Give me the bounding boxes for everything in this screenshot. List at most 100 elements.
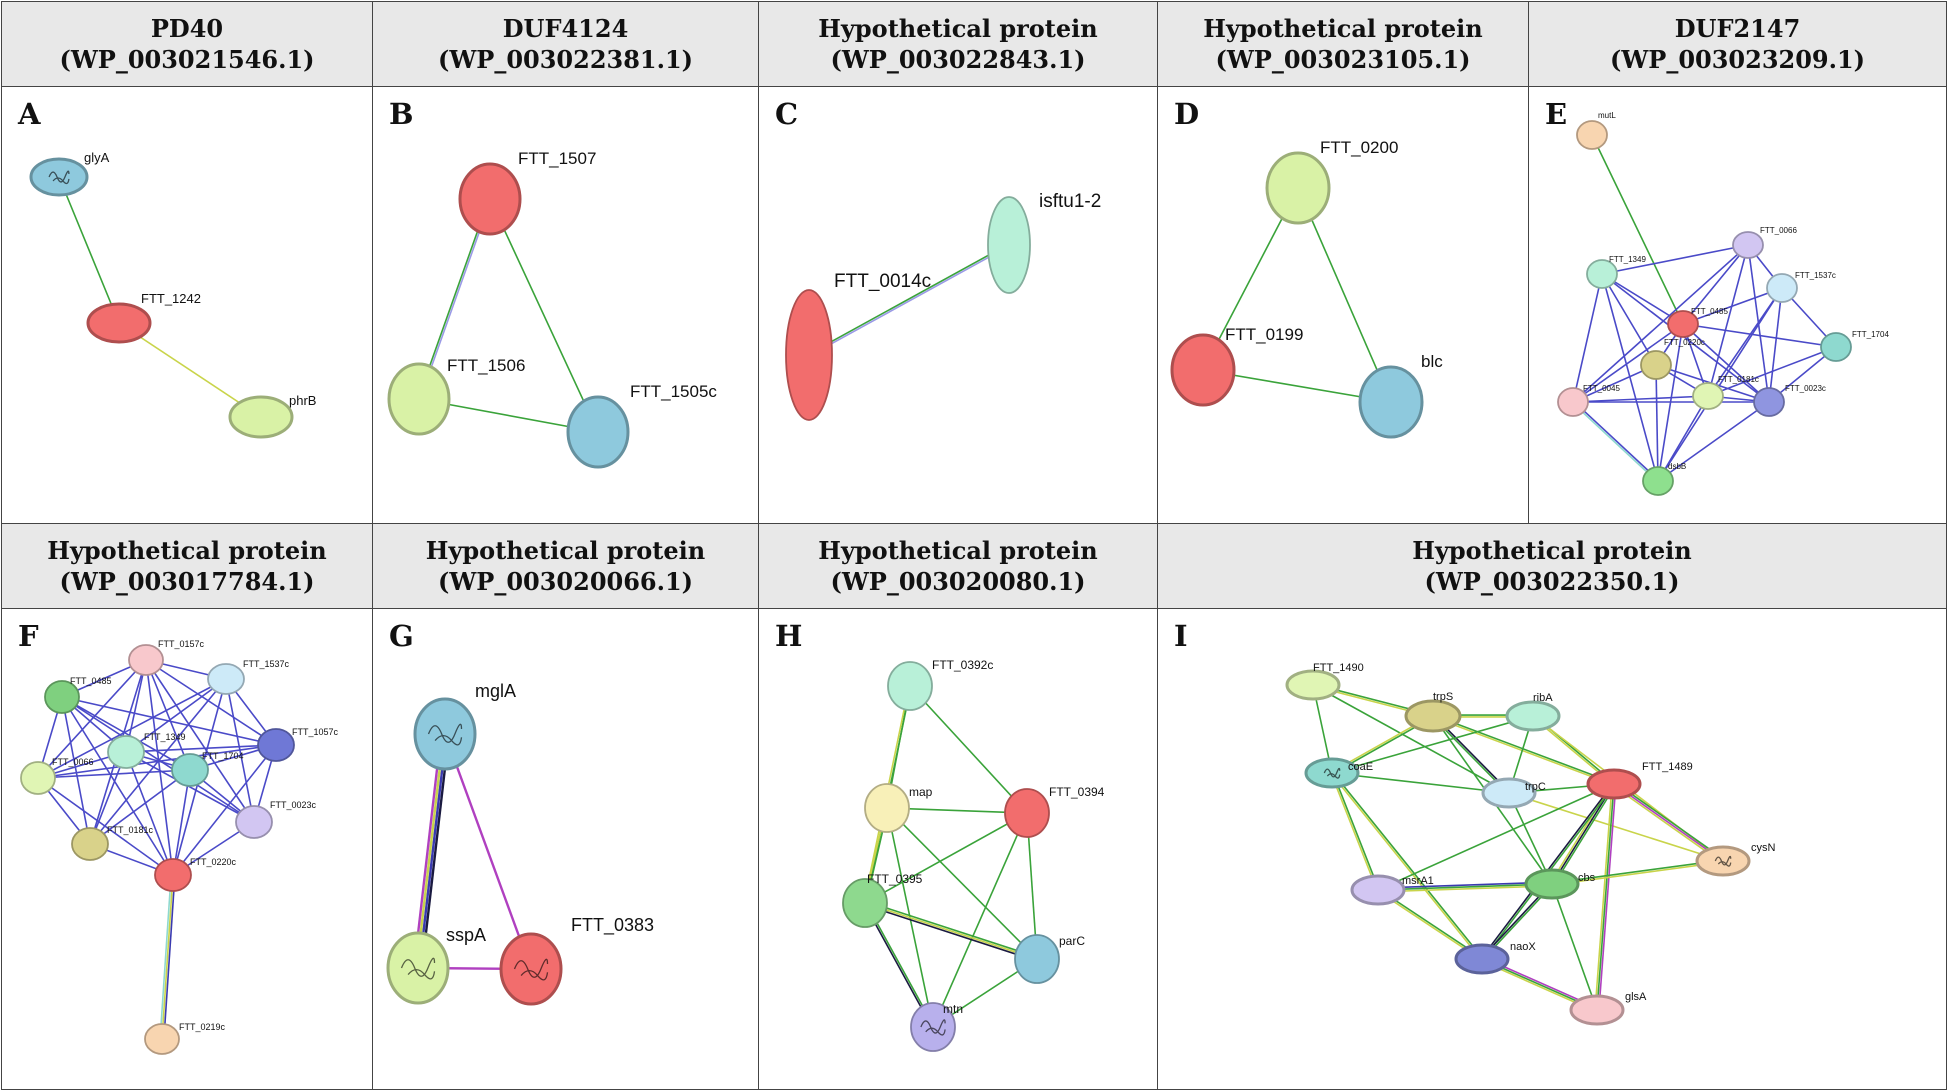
node-shape[interactable] [71, 827, 109, 861]
node-FTT_0014c[interactable]: FTT_0014c [785, 271, 931, 421]
node-shape[interactable] [864, 783, 910, 833]
node-FTT_0485[interactable]: FTT_0485 [44, 676, 112, 714]
node-shape[interactable] [1667, 310, 1699, 338]
node-FTT_1242[interactable]: FTT_1242 [86, 291, 201, 344]
node-shape[interactable] [458, 162, 522, 236]
node-shape[interactable] [386, 931, 450, 1005]
node-ribA[interactable]: ribA [1505, 692, 1561, 732]
node-shape[interactable] [1732, 231, 1764, 259]
node-FTT_0392c[interactable]: FTT_0392c [887, 658, 993, 711]
node-FTT_1537c[interactable]: FTT_1537c [1766, 271, 1836, 303]
node-FTT_0066[interactable]: FTT_0066 [1732, 226, 1797, 259]
node-FTT_1489[interactable]: FTT_1489 [1586, 761, 1693, 800]
node-FTT_1506[interactable]: FTT_1506 [387, 356, 525, 436]
node-shape[interactable] [144, 1023, 180, 1055]
node-shape[interactable] [785, 289, 833, 421]
node-shape[interactable] [1481, 777, 1537, 809]
node-coaE[interactable]: coaE [1304, 757, 1373, 789]
node-shape[interactable] [1524, 868, 1580, 900]
node-FTT_1490[interactable]: FTT_1490 [1285, 662, 1364, 701]
node-shape[interactable] [566, 395, 630, 469]
node-isftu1-2[interactable]: isftu1-2 [987, 191, 1101, 294]
node-FTT_1507[interactable]: FTT_1507 [458, 149, 596, 236]
node-FTT_0394[interactable]: FTT_0394 [1004, 785, 1105, 838]
node-dsbB[interactable]: dsbB [1642, 462, 1686, 496]
node-shape[interactable] [1695, 845, 1751, 877]
node-shape[interactable] [1753, 387, 1785, 417]
node-shape[interactable] [128, 644, 164, 676]
node-shape[interactable] [1586, 259, 1618, 289]
node-shape[interactable] [1285, 669, 1341, 701]
node-FTT_1057c[interactable]: FTT_1057c [257, 727, 339, 762]
node-FTT_0200[interactable]: FTT_0200 [1265, 138, 1398, 225]
node-shape[interactable] [1569, 994, 1625, 1026]
node-FTT_0181c[interactable]: FTT_0181c [1692, 375, 1759, 410]
node-shape[interactable] [207, 663, 245, 695]
node-shape[interactable] [20, 761, 56, 795]
node-shape[interactable] [413, 697, 477, 771]
node-shape[interactable] [987, 196, 1031, 294]
node-glyA[interactable]: glyA [29, 150, 110, 197]
node-shape[interactable] [107, 735, 145, 769]
node-mtn[interactable]: mtn [910, 1002, 963, 1052]
node-trpS[interactable]: trpS [1404, 691, 1462, 733]
node-sspA[interactable]: sspA [386, 925, 486, 1005]
node-shape[interactable] [235, 805, 273, 839]
node-FTT_0199[interactable]: FTT_0199 [1170, 325, 1303, 407]
node-FTT_1505c[interactable]: FTT_1505c [566, 382, 717, 469]
node-shape[interactable] [154, 858, 192, 892]
node-FTT_0220c[interactable]: FTT_0220c [1640, 338, 1705, 380]
node-parC[interactable]: parC [1014, 934, 1085, 984]
node-naoX[interactable]: naoX [1454, 941, 1536, 975]
node-shape[interactable] [1404, 699, 1462, 733]
node-FTT_1704[interactable]: FTT_1704 [171, 751, 244, 787]
node-shape[interactable] [1350, 874, 1406, 906]
node-phrB[interactable]: phrB [228, 393, 316, 439]
node-FTT_1537c[interactable]: FTT_1537c [207, 659, 290, 695]
node-cbs[interactable]: cbs [1524, 868, 1596, 900]
node-shape[interactable] [499, 932, 563, 1006]
node-shape[interactable] [228, 395, 294, 439]
node-FTT_0219c[interactable]: FTT_0219c [144, 1022, 226, 1055]
node-FTT_1349[interactable]: FTT_1349 [107, 732, 186, 769]
node-shape[interactable] [1170, 333, 1236, 407]
node-FTT_0023c[interactable]: FTT_0023c [1753, 384, 1826, 417]
node-shape[interactable] [1692, 382, 1724, 410]
node-shape[interactable] [29, 157, 89, 197]
node-shape[interactable] [1304, 757, 1360, 789]
node-cysN[interactable]: cysN [1695, 842, 1776, 877]
node-msrA1[interactable]: msrA1 [1350, 874, 1434, 906]
node-shape[interactable] [1586, 768, 1642, 800]
node-FTT_1349[interactable]: FTT_1349 [1586, 255, 1646, 289]
node-FTT_0395[interactable]: FTT_0395 [842, 872, 923, 928]
node-shape[interactable] [1505, 700, 1561, 732]
node-shape[interactable] [387, 362, 451, 436]
node-glsA[interactable]: glsA [1569, 991, 1647, 1026]
node-FTT_1704[interactable]: FTT_1704 [1820, 330, 1889, 362]
node-blc[interactable]: blc [1358, 352, 1443, 439]
node-FTT_0383[interactable]: FTT_0383 [499, 915, 654, 1006]
node-shape[interactable] [257, 728, 295, 762]
node-shape[interactable] [842, 878, 888, 928]
node-shape[interactable] [910, 1002, 956, 1052]
node-shape[interactable] [1014, 934, 1060, 984]
node-shape[interactable] [1004, 788, 1050, 838]
node-shape[interactable] [887, 661, 933, 711]
node-mglA[interactable]: mglA [413, 681, 516, 771]
node-shape[interactable] [86, 302, 152, 344]
node-FTT_0220c[interactable]: FTT_0220c [154, 857, 237, 892]
node-shape[interactable] [1454, 943, 1510, 975]
node-shape[interactable] [1358, 365, 1424, 439]
node-FTT_0157c[interactable]: FTT_0157c [128, 639, 205, 676]
node-FTT_0066[interactable]: FTT_0066 [20, 757, 94, 795]
node-shape[interactable] [1642, 466, 1674, 496]
node-shape[interactable] [44, 680, 80, 714]
node-shape[interactable] [1820, 332, 1852, 362]
node-FTT_0045[interactable]: FTT_0045 [1557, 384, 1620, 417]
node-trpC[interactable]: trpC [1481, 777, 1546, 809]
node-shape[interactable] [1576, 120, 1608, 150]
node-shape[interactable] [171, 753, 209, 787]
node-FTT_0181c[interactable]: FTT_0181c [71, 825, 154, 861]
node-mutL[interactable]: mutL [1576, 111, 1616, 150]
node-shape[interactable] [1640, 350, 1672, 380]
